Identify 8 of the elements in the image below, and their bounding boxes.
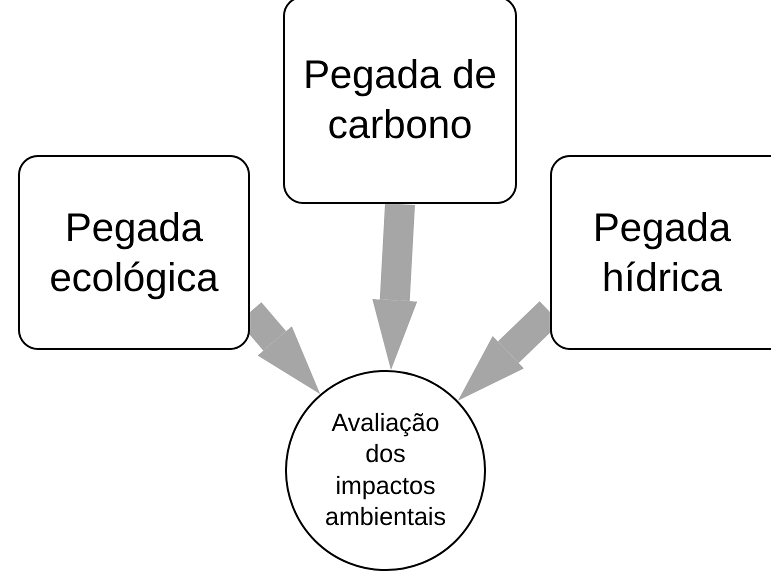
node-label: Pegada hídrica xyxy=(592,204,732,302)
rounded-box xyxy=(283,0,517,204)
node-label: Pegada ecológica xyxy=(48,204,220,302)
node-label: Pegada de carbono xyxy=(302,52,498,149)
block-arrow xyxy=(372,203,418,370)
rounded-box xyxy=(550,155,771,350)
rounded-box xyxy=(18,155,250,350)
node-label: Avaliação dos impactos ambientais xyxy=(324,408,447,533)
